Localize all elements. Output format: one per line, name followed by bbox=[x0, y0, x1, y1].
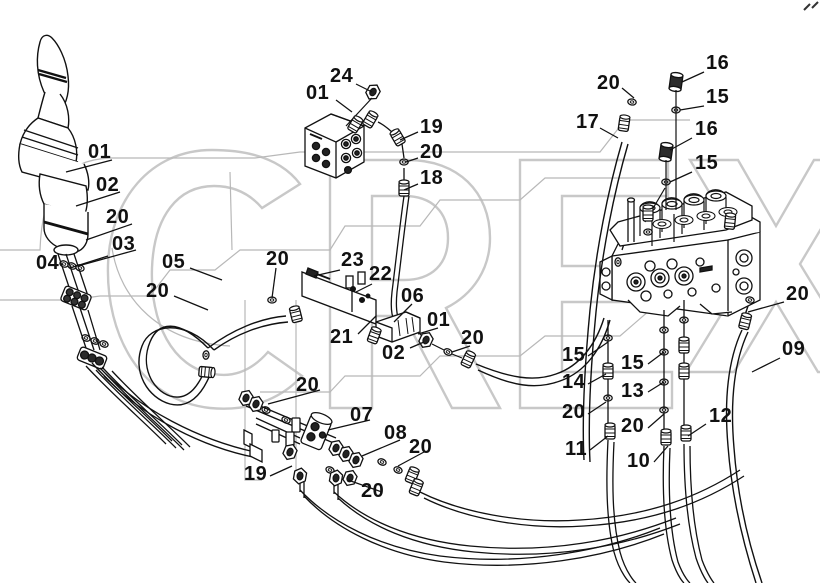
callout-17: 17 bbox=[576, 111, 600, 133]
callout-11: 11 bbox=[565, 438, 588, 460]
callout-leader-lines bbox=[65, 71, 785, 493]
callout-01-block06: 01 bbox=[427, 309, 451, 331]
main-control-valve bbox=[599, 189, 761, 317]
callout-01-joystick: 01 bbox=[88, 141, 112, 163]
joystick-assembly bbox=[17, 34, 90, 256]
callout-03: 03 bbox=[112, 233, 136, 255]
callout-16-upper: 16 bbox=[706, 52, 730, 74]
callout-15-upper: 15 bbox=[706, 86, 730, 108]
callout-07: 07 bbox=[350, 404, 374, 426]
callout-12: 12 bbox=[709, 405, 733, 427]
shuttle-block-06 bbox=[366, 311, 421, 345]
callout-19-bracket: 19 bbox=[244, 463, 268, 485]
callout-04: 04 bbox=[36, 252, 60, 274]
hose-17-fittings bbox=[617, 97, 638, 133]
callout-20-hose17: 20 bbox=[597, 72, 621, 94]
valve-pilot-port-fittings bbox=[644, 71, 684, 223]
callout-02-joystick: 02 bbox=[96, 174, 120, 196]
valve-top-risers bbox=[614, 197, 737, 267]
callout-20-lower: 20 bbox=[361, 480, 385, 502]
callout-02-block06: 02 bbox=[382, 342, 406, 364]
callout-19-top: 19 bbox=[420, 116, 444, 138]
hose-column-10-fittings bbox=[659, 326, 672, 446]
corner-mark bbox=[803, 1, 819, 11]
callout-16-lower: 16 bbox=[695, 118, 719, 140]
hose-06-route bbox=[475, 317, 611, 387]
callout-01-manifold: 01 bbox=[306, 82, 330, 104]
callout-09: 09 bbox=[782, 338, 806, 360]
mounting-bracket-21 bbox=[301, 271, 377, 325]
hose-09 bbox=[725, 305, 763, 583]
joystick-outlet-cluster-04 bbox=[76, 346, 108, 370]
callout-06: 06 bbox=[401, 285, 425, 307]
callout-20-joystick: 20 bbox=[106, 206, 130, 228]
callout-15-lower: 15 bbox=[695, 152, 719, 174]
callout-20-hose08: 20 bbox=[409, 436, 433, 458]
callout-05: 05 bbox=[162, 251, 186, 273]
callout-15-col13: 15 bbox=[621, 352, 645, 374]
callout-20-center: 20 bbox=[266, 248, 290, 270]
callout-20-top: 20 bbox=[420, 141, 444, 163]
callout-20-bracket: 20 bbox=[296, 374, 320, 396]
hose-03-route bbox=[99, 367, 259, 459]
hose-bracket-cluster bbox=[243, 399, 337, 464]
callout-13: 13 bbox=[621, 380, 645, 402]
callout-10: 10 bbox=[627, 450, 651, 472]
hose-column-12-fittings bbox=[678, 316, 692, 442]
tee-fitting-cluster-02 bbox=[60, 285, 101, 351]
hose-17 bbox=[582, 141, 629, 463]
hose-05-loop bbox=[138, 315, 289, 406]
callout-20-right: 20 bbox=[786, 283, 810, 305]
bolt-22 bbox=[350, 286, 356, 292]
callout-14: 14 bbox=[562, 371, 586, 393]
hose-bundle-03 bbox=[85, 362, 191, 451]
callout-08: 08 bbox=[384, 422, 408, 444]
hose-bundle-lower bbox=[299, 469, 745, 566]
callout-22: 22 bbox=[369, 263, 393, 285]
callout-23: 23 bbox=[341, 249, 365, 271]
callout-18: 18 bbox=[420, 167, 444, 189]
plug-24 bbox=[345, 81, 383, 127]
callout-21: 21 bbox=[330, 326, 354, 348]
callout-15-col11: 15 bbox=[562, 344, 586, 366]
hose-column-11-fittings bbox=[602, 334, 616, 440]
callout-20-col13: 20 bbox=[621, 415, 645, 437]
callout-24: 24 bbox=[330, 65, 354, 87]
callout-20-block06: 20 bbox=[461, 327, 485, 349]
callout-20-col11: 20 bbox=[562, 401, 586, 423]
callout-20-hose05: 20 bbox=[146, 280, 170, 302]
